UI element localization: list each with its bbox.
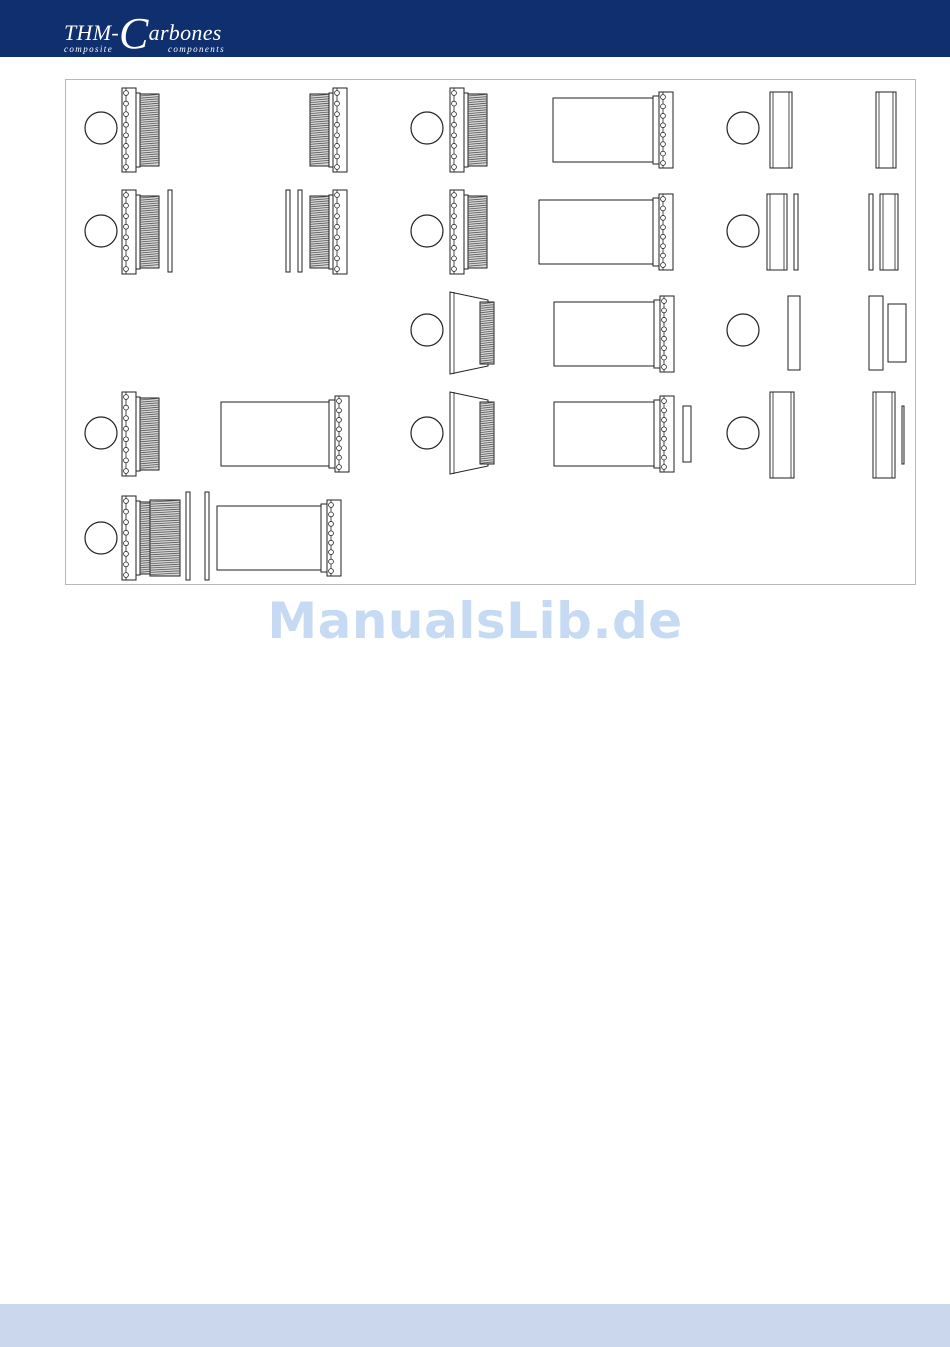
bearing-cup-icon [310,190,347,274]
press-fit-sleeve-icon [880,194,898,270]
bearing-cup-icon [122,88,159,172]
spacer-ring-icon [168,190,172,272]
press-fit-sleeve-icon [873,392,895,478]
callout-circle-icon [85,522,117,554]
spacer-ring-icon [788,296,800,370]
spacer-ring-icon [902,406,904,464]
callout-circle-icon [85,112,117,144]
callout-circle-icon [727,112,759,144]
bearing-shell-icon [221,396,349,472]
spacer-ring-icon [888,304,906,362]
page-header: THM-Carbones composite components [0,0,950,57]
callout-circle-icon [85,215,117,247]
spacer-ring-icon [869,296,883,370]
bearing-shell-icon [553,92,673,168]
watermark: ManualsLib.de [0,592,950,650]
bearing-shell-icon [554,296,674,372]
spacer-ring-icon [298,190,302,272]
bearing-cup-icon [310,88,347,172]
callout-circle-icon [727,215,759,247]
callout-circle-icon [411,112,443,144]
spacer-ring-icon [205,492,209,580]
callout-circle-icon [727,314,759,346]
bearing-threads-icon [150,500,180,576]
callout-circle-icon [411,417,443,449]
tapered-cup-icon [450,292,494,374]
spacer-ring-icon [286,190,290,272]
bearing-cup-icon [450,88,487,172]
callout-circle-icon [411,215,443,247]
logo-tagline-right: components [168,44,225,54]
bearing-shell-icon [554,396,674,472]
spacer-ring-icon [869,194,873,270]
bearing-cup-icon [122,190,159,274]
bearing-cup-icon [450,190,487,274]
bearing-shell-icon [217,500,341,576]
brand-logo: THM-Carbones composite components [62,6,242,54]
callout-circle-icon [85,417,117,449]
spacer-ring-icon [683,406,691,462]
callout-circle-icon [411,314,443,346]
bearing-shell-icon [539,194,673,270]
spacer-ring-icon [794,194,798,270]
press-fit-sleeve-icon [876,92,896,168]
spacer-ring-icon [186,492,190,580]
press-fit-sleeve-icon [770,92,792,168]
parts-diagram-svg [66,80,917,586]
press-fit-sleeve-icon [770,392,794,478]
callout-circle-icon [727,417,759,449]
parts-diagram [65,79,916,585]
tapered-cup-icon [450,392,494,474]
bearing-cup-icon [122,392,159,476]
page-footer [0,1304,950,1347]
logo-tagline-left: composite [64,44,113,54]
press-fit-sleeve-icon [767,194,787,270]
logo-wordmark: THM-Carbones [64,20,222,46]
